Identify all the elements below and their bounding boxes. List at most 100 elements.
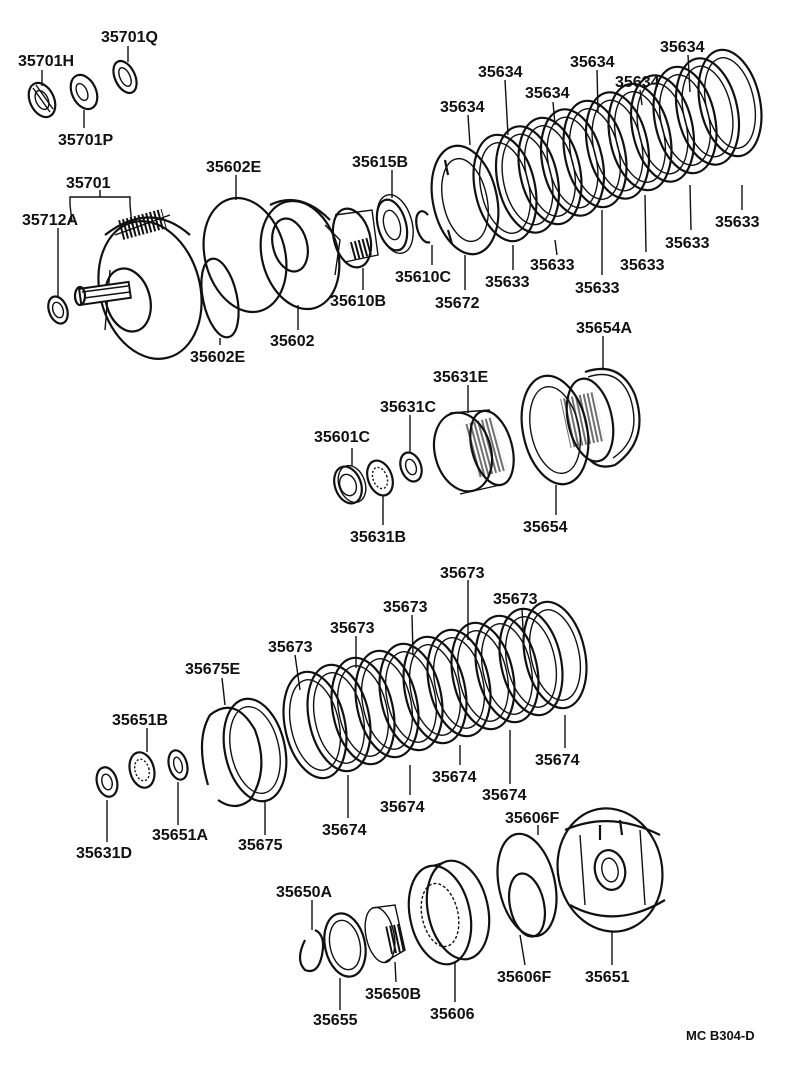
part-35650B [364,904,406,964]
diagram-code: MC B304-D [686,1028,755,1043]
lower-clutch-plate-2 [306,663,372,773]
label-35606: 35606 [430,1006,475,1023]
label-35633-c: 35633 [575,280,620,297]
label-35634-e: 35634 [615,74,660,91]
label-35610C: 35610C [395,269,451,286]
label-35712A: 35712A [22,212,78,229]
part-35650A [298,928,325,973]
label-35654A: 35654A [576,320,632,337]
lower-clutch-plate-6 [402,635,468,745]
label-35631C: 35631C [380,399,436,416]
part-35712A [47,295,69,325]
label-35602: 35602 [270,333,315,350]
label-35674-d: 35674 [482,787,527,804]
label-35631D: 35631D [76,845,132,862]
label-35634-d: 35634 [570,54,615,71]
part-35701-drum [73,208,203,360]
label-35633-a: 35633 [485,274,530,291]
upper-clutch-plate-11 [697,48,763,158]
part-35602-piston [259,198,341,311]
label-35633-e: 35633 [665,235,710,252]
part-35606F-large [496,832,558,938]
label-35633-b: 35633 [530,257,575,274]
label-35602E-bottom: 35602E [190,349,245,366]
label-35633-d: 35633 [620,257,665,274]
label-35602E-top: 35602E [206,159,261,176]
label-35610B: 35610B [330,293,386,310]
lower-clutch-plate-3 [330,656,396,766]
part-35651A [167,749,189,781]
part-35675 [222,697,288,803]
label-35634-b: 35634 [478,64,523,81]
part-35615B [375,193,414,255]
part-35610C [415,210,431,244]
label-35673-e: 35673 [268,639,313,656]
label-35651A: 35651A [152,827,208,844]
label-35674-c: 35674 [432,769,477,786]
label-35701Q: 35701Q [101,29,158,46]
part-35606F-small [507,872,547,938]
lower-clutch-plate-4 [354,649,420,759]
label-35673-b: 35673 [493,591,538,608]
label-35674-a: 35674 [322,822,367,839]
label-35615B: 35615B [352,154,408,171]
label-35673-a: 35673 [440,565,485,582]
upper-clutch-plate-10 [674,57,741,166]
label-35650B: 35650B [365,986,421,1003]
label-35655: 35655 [313,1012,358,1029]
part-35602E-large [202,196,288,314]
label-35673-c: 35673 [383,599,428,616]
label-35634-f: 35634 [660,39,705,56]
label-35674-e: 35674 [535,752,580,769]
part-35610B-spring [331,207,379,269]
part-35701P [69,73,99,111]
part-35606 [407,859,491,966]
lower-clutch-plate-11 [522,600,588,710]
lower-clutch-plate-1 [282,670,348,780]
part-35631E [432,409,515,495]
part-35675E-snap-ring [200,706,263,808]
part-35672-flange [430,144,500,256]
part-35655 [323,912,367,978]
part-labels: 35701Q 35701H 35701P 35701 35712A 35602E… [18,29,760,1043]
label-35634-c: 35634 [525,85,570,102]
label-35651B: 35651B [112,712,168,729]
part-35701Q [112,59,138,95]
lower-clutch-plate-8 [450,621,516,731]
label-35631E: 35631E [433,369,488,386]
clutch-plates-upper [472,48,763,243]
clutch-plates-lower [282,600,588,780]
part-35601C [333,464,367,505]
part-35654 [520,374,615,486]
lower-clutch-plate-9 [474,614,540,724]
part-35701H [27,81,57,119]
part-35651-drum [556,807,666,933]
lower-clutch-plate-5 [378,642,444,752]
label-35654: 35654 [523,519,568,536]
part-35631D [95,766,119,798]
label-35674-b: 35674 [380,799,425,816]
label-35606F-bottom: 35606F [497,969,551,986]
label-35633-f: 35633 [715,214,760,231]
label-35650A: 35650A [276,884,332,901]
label-35672: 35672 [435,295,480,312]
label-35701H: 35701H [18,53,74,70]
label-35634-a: 35634 [440,99,485,116]
part-35631C [399,451,423,483]
label-35651: 35651 [585,969,630,986]
label-35601C: 35601C [314,429,370,446]
part-35631B [366,459,394,497]
label-35675E: 35675E [185,661,240,678]
part-35651B [128,751,156,789]
label-35631B: 35631B [350,529,406,546]
label-35701: 35701 [66,175,111,192]
label-35675: 35675 [238,837,283,854]
label-35673-d: 35673 [330,620,375,637]
part-35602E-small [200,257,240,339]
lower-clutch-plate-10 [498,607,564,717]
label-35606F-top: 35606F [505,810,559,827]
label-35701P: 35701P [58,132,113,149]
leader-lines [41,46,743,1010]
lower-clutch-plate-7 [426,628,492,738]
